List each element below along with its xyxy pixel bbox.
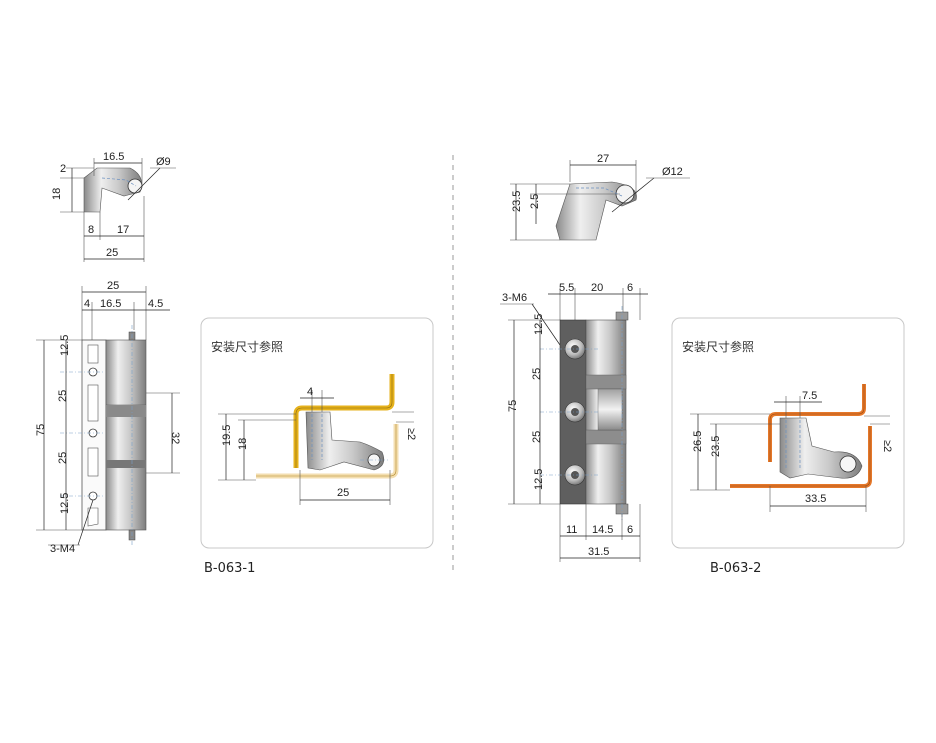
dim-left-top-25: 25 xyxy=(106,247,118,259)
dim-left-install-gap: ≥2 xyxy=(405,428,417,440)
right-model-label: B-063-2 xyxy=(710,561,761,576)
dim-left-front-25a: 25 xyxy=(57,390,69,402)
dim-right-front-14-5: 14.5 xyxy=(592,524,613,536)
right-install-title: 安装尺寸参照 xyxy=(682,339,754,354)
left-front-view: 25 4 16.5 4.5 75 12. xyxy=(35,280,181,555)
dim-left-top-8: 8 xyxy=(88,224,94,236)
dim-left-install-25: 25 xyxy=(337,487,349,499)
dim-left-screw: 3-M4 xyxy=(50,543,75,555)
dim-left-front-12-5b: 12.5 xyxy=(59,493,71,514)
dim-right-install-33-5: 33.5 xyxy=(805,493,826,505)
dim-right-install-26-5: 26.5 xyxy=(692,431,704,452)
dim-left-top-18: 18 xyxy=(51,188,63,200)
dim-right-front-12-5b: 12.5 xyxy=(533,469,545,490)
dim-left-top-dia: Ø9 xyxy=(156,156,171,168)
left-top-view: 16.5 Ø9 2 18 8 17 25 xyxy=(51,151,176,262)
left-install-title: 安装尺寸参照 xyxy=(211,339,283,354)
dim-right-front-20: 20 xyxy=(591,282,603,294)
dim-right-front-25b: 25 xyxy=(531,431,543,443)
dim-right-front-11: 11 xyxy=(566,524,577,536)
dim-right-install-7-5: 7.5 xyxy=(802,390,817,402)
dim-right-front-12-5a: 12.5 xyxy=(533,314,545,335)
right-top-view: 27 Ø12 23.5 2.5 xyxy=(510,153,690,241)
dim-left-front-16-5: 16.5 xyxy=(100,298,121,310)
dim-left-front-4: 4 xyxy=(84,298,90,310)
dim-left-top-16-5: 16.5 xyxy=(103,151,124,163)
dim-left-top-2: 2 xyxy=(60,163,66,175)
dim-left-front-32: 32 xyxy=(169,432,181,444)
dim-right-top-23-5: 23.5 xyxy=(511,191,523,212)
dim-right-front-25a: 25 xyxy=(531,368,543,380)
right-front-view: 5.5 20 6 3-M6 75 12.5 25 25 12.5 xyxy=(500,282,648,562)
dim-right-top-dia: Ø12 xyxy=(662,166,683,178)
dim-right-install-23-5: 23.5 xyxy=(710,436,722,457)
dim-left-front-4-5: 4.5 xyxy=(148,298,163,310)
dim-right-front-75: 75 xyxy=(507,400,519,412)
dim-right-top-2-5: 2.5 xyxy=(529,194,541,209)
dim-left-install-19-5: 19.5 xyxy=(221,425,233,446)
dim-right-front-31-5: 31.5 xyxy=(588,546,609,558)
dim-left-top-17: 17 xyxy=(117,224,129,236)
right-install-box: 安装尺寸参照 7.5 26.5 23.5 ≥2 33.5 xyxy=(671,317,905,549)
dim-right-front-5-5: 5.5 xyxy=(559,282,574,294)
left-install-box: 安装尺寸参照 4 19.5 18 ≥2 25 xyxy=(200,317,434,549)
dim-right-front-6b: 6 xyxy=(627,524,633,536)
dim-right-install-gap: ≥2 xyxy=(881,440,893,452)
dim-left-front-75: 75 xyxy=(35,424,47,436)
dim-left-install-4: 4 xyxy=(307,386,313,398)
dim-right-screw: 3-M6 xyxy=(502,292,527,304)
dim-right-front-6: 6 xyxy=(627,282,633,294)
dim-left-install-18: 18 xyxy=(237,438,249,450)
dim-right-top-27: 27 xyxy=(597,153,609,165)
dim-left-front-25b: 25 xyxy=(57,452,69,464)
left-model-label: B-063-1 xyxy=(204,561,255,576)
dim-left-front-12-5a: 12.5 xyxy=(59,335,71,356)
dim-left-front-25: 25 xyxy=(107,280,119,292)
